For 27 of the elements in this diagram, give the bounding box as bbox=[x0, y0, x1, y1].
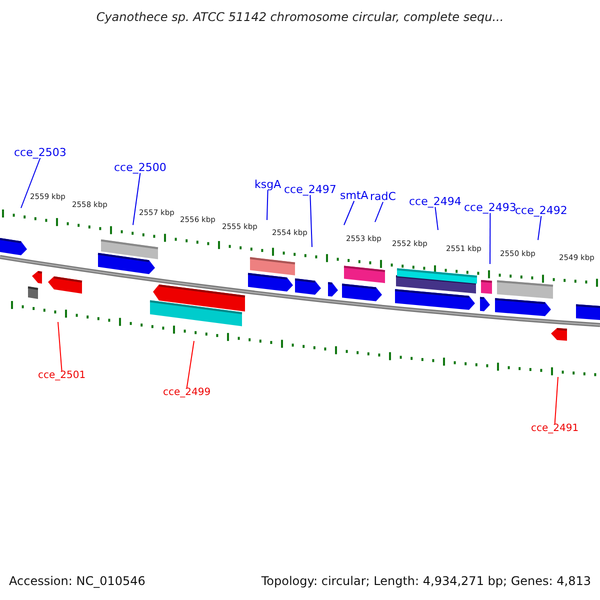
leader-line bbox=[538, 216, 542, 240]
gene-label: cce_2493 bbox=[464, 202, 516, 213]
gene-label: cce_2500 bbox=[114, 162, 166, 173]
leader-line bbox=[434, 206, 438, 230]
footer-text: Accession: NC_010546 bbox=[9, 575, 146, 587]
gene-label: cce_2491 bbox=[531, 424, 579, 434]
leader-line bbox=[266, 190, 268, 220]
gene-label: cce_2501 bbox=[38, 371, 86, 381]
gene-label: radC bbox=[370, 191, 396, 202]
gene-label: cce_2499 bbox=[163, 388, 211, 398]
gene-label: cce_2494 bbox=[409, 196, 462, 207]
leader-line bbox=[344, 200, 355, 226]
leader-line bbox=[310, 194, 312, 248]
leader-line bbox=[554, 376, 558, 424]
leader-line bbox=[132, 172, 141, 226]
leader-line bbox=[374, 202, 384, 222]
leader-line bbox=[186, 340, 194, 388]
leader-line bbox=[20, 158, 41, 208]
gene-label: cce_2492 bbox=[515, 205, 568, 216]
footer-text: Topology: circular; Length: 4,934,271 bp; Genes: 4,813 bbox=[261, 575, 591, 587]
gene-label: cce_2497 bbox=[284, 184, 336, 195]
gene-label: cce_2503 bbox=[14, 147, 66, 158]
gene-label: smtA bbox=[340, 190, 368, 201]
gene-label: ksgA bbox=[254, 179, 282, 190]
leader-line bbox=[58, 322, 62, 372]
title: Cyanothece sp. ATCC 51142 chromosome circular, complete sequ... bbox=[95, 11, 505, 23]
leader-line bbox=[490, 212, 491, 264]
